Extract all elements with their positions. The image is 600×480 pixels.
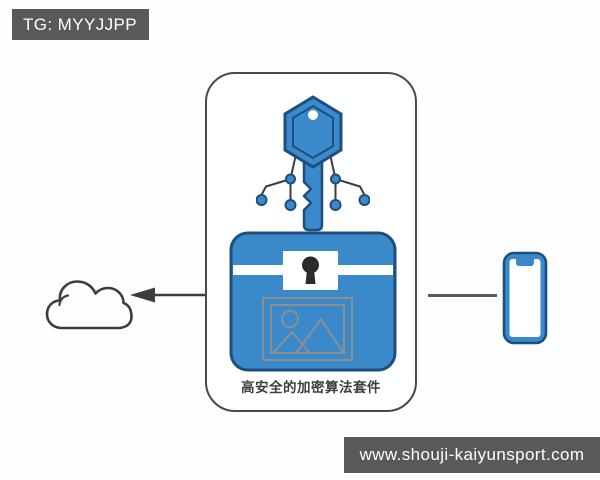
card-caption: 高安全的加密算法套件 (241, 380, 381, 395)
encrypted-vault-icon (229, 231, 397, 372)
phone-notch (516, 259, 534, 266)
picture-icon (262, 297, 353, 361)
keyhole-icon (302, 256, 319, 284)
telegram-badge: TG: MYYJJPP (12, 9, 149, 40)
smartphone-icon (502, 251, 548, 345)
phone-connector-line (428, 294, 497, 297)
telegram-badge-label: TG: MYYJJPP (23, 14, 137, 34)
digital-key-icon (256, 95, 370, 232)
encryption-card: 高安全的加密算法套件 (205, 72, 417, 412)
arrow-left-icon (130, 287, 206, 303)
cloud-icon (45, 280, 133, 330)
website-badge-label: www.shouji-kaiyunsport.com (359, 445, 585, 464)
website-badge: www.shouji-kaiyunsport.com (344, 437, 600, 473)
